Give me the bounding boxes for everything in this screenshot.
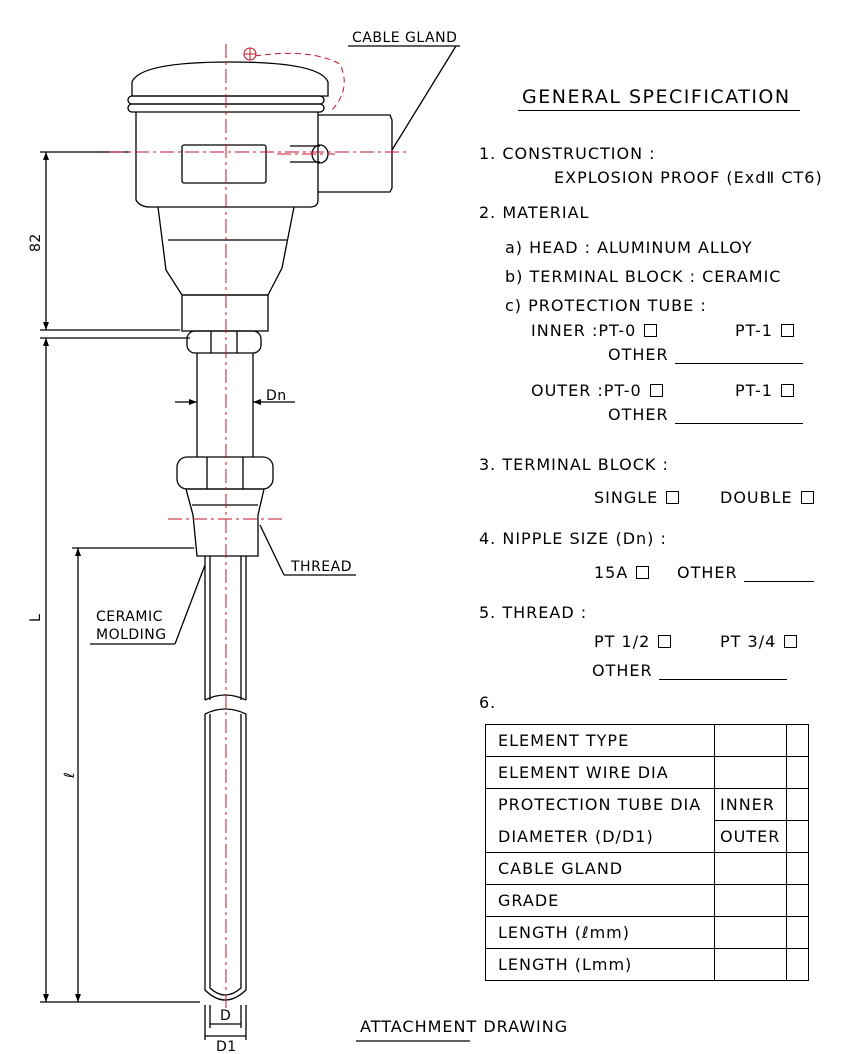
spec-title: GENERAL SPECIFICATION	[522, 86, 791, 108]
dim-82-label: 82	[28, 233, 44, 252]
row-mid: OUTER	[714, 820, 787, 853]
row-value[interactable]	[786, 916, 809, 949]
pt34-checkbox[interactable]	[784, 635, 798, 648]
row-value[interactable]	[786, 756, 809, 789]
double-option[interactable]: DOUBLE	[720, 489, 814, 507]
15a-option[interactable]: 15A	[594, 564, 650, 582]
row-label: LENGTH (Lmm)	[485, 948, 715, 981]
spec-thread: 5. THREAD :	[479, 603, 588, 622]
spec-item-6: 6.	[479, 693, 497, 712]
spec-head: a) HEAD : ALUMINUM ALLOY	[505, 238, 753, 257]
pt12-option[interactable]: PT 1/2	[594, 633, 672, 651]
row-mid[interactable]	[714, 884, 787, 917]
thread-other-option[interactable]: OTHER	[592, 662, 787, 680]
spec-construction: 1. CONSTRUCTION :	[479, 144, 656, 163]
row-value[interactable]	[786, 788, 809, 821]
outer-pt0-option[interactable]: OUTER :PT-0	[531, 382, 663, 400]
dim-l-total-label: L	[28, 614, 44, 622]
pt34-option[interactable]: PT 3/4	[720, 633, 798, 651]
spec-title-underline	[518, 110, 800, 111]
row-mid[interactable]	[714, 852, 787, 885]
attachment-drawing: CABLE GLAND 82 L ℓ Dn THREAD CERAMIC MOL…	[28, 30, 470, 1054]
outer-other-field[interactable]	[674, 409, 803, 424]
inner-pt1-option[interactable]: PT-1	[735, 322, 794, 340]
outer-other-option[interactable]: OTHER	[608, 406, 803, 424]
row-mid: INNER	[714, 788, 787, 821]
spec-material: 2. MATERIAL	[479, 203, 590, 222]
double-checkbox[interactable]	[800, 491, 814, 504]
spec-nipple-size: 4. NIPPLE SIZE (Dn) :	[479, 529, 667, 548]
row-mid[interactable]	[714, 916, 787, 949]
cable-gland-label: CABLE GLAND	[352, 30, 457, 46]
table-row: ELEMENT TYPE	[485, 724, 809, 757]
spec-terminal-block: 3. TERMINAL BLOCK :	[479, 455, 669, 474]
single-checkbox[interactable]	[666, 491, 680, 504]
ceramic-label-line1: CERAMIC	[96, 609, 163, 625]
thread-label: THREAD	[290, 559, 352, 575]
row-value[interactable]	[786, 820, 809, 853]
ceramic-label-line2: MOLDING	[96, 627, 167, 643]
d1-label: D1	[216, 1039, 237, 1054]
pt12-checkbox[interactable]	[658, 635, 672, 648]
spec-protection-tube: c) PROTECTION TUBE :	[505, 296, 707, 315]
inner-other-field[interactable]	[674, 349, 803, 364]
15a-checkbox[interactable]	[636, 566, 650, 579]
thread-other-field[interactable]	[658, 665, 787, 680]
row-label: LENGTH (ℓmm)	[485, 916, 715, 949]
d-label: D	[220, 1008, 231, 1024]
spec-table: ELEMENT TYPE ELEMENT WIRE DIA PROTECTION…	[485, 724, 809, 981]
row-value[interactable]	[786, 852, 809, 885]
row-label: GRADE	[485, 884, 715, 917]
row-label: PROTECTION TUBE DIA	[485, 788, 715, 821]
table-row: GRADE	[485, 884, 809, 917]
single-option[interactable]: SINGLE	[594, 489, 680, 507]
row-mid[interactable]	[714, 756, 787, 789]
spec-terminal-block-material: b) TERMINAL BLOCK : CERAMIC	[505, 267, 782, 286]
row-label: CABLE GLAND	[485, 852, 715, 885]
row-value[interactable]	[786, 948, 809, 981]
row-label: DIAMETER (D/D1)	[485, 820, 715, 853]
outer-pt1-checkbox[interactable]	[780, 384, 794, 397]
spec-construction-value: EXPLOSION PROOF (ExdⅡ CT6)	[554, 168, 823, 187]
inner-pt0-option[interactable]: INNER :PT-0	[531, 322, 658, 340]
dim-l-insert-label: ℓ	[62, 772, 78, 779]
attachment-drawing-footer: ATTACHMENT DRAWING	[360, 1017, 569, 1036]
row-label: ELEMENT WIRE DIA	[485, 756, 715, 789]
row-label: ELEMENT TYPE	[485, 724, 715, 757]
dn-label: Dn	[266, 388, 287, 404]
table-row: LENGTH (ℓmm)	[485, 916, 809, 949]
row-mid[interactable]	[714, 724, 787, 757]
inner-pt1-checkbox[interactable]	[780, 324, 794, 337]
nipple-other-field[interactable]	[743, 567, 814, 582]
outer-pt0-checkbox[interactable]	[649, 384, 663, 397]
row-mid[interactable]	[714, 948, 787, 981]
outer-pt1-option[interactable]: PT-1	[735, 382, 794, 400]
nipple-other-option[interactable]: OTHER	[677, 564, 814, 582]
inner-other-option[interactable]: OTHER	[608, 346, 803, 364]
table-row: DIAMETER (D/D1)OUTER	[485, 820, 809, 853]
inner-pt0-checkbox[interactable]	[644, 324, 658, 337]
table-row: CABLE GLAND	[485, 852, 809, 885]
table-row: LENGTH (Lmm)	[485, 948, 809, 981]
row-value[interactable]	[786, 724, 809, 757]
table-row: ELEMENT WIRE DIA	[485, 756, 809, 789]
row-value[interactable]	[786, 884, 809, 917]
